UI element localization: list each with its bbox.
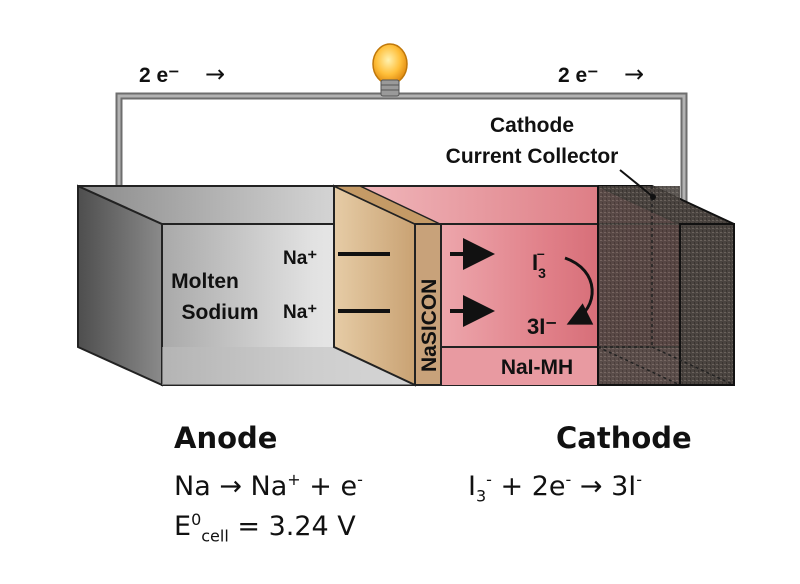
- separator-front: [414, 223, 442, 386]
- anode-material-line1: Molten: [171, 270, 239, 293]
- electron-label-left: 2 e⁻: [139, 64, 179, 87]
- anode-material-line2: Sodium: [182, 301, 259, 324]
- ion-label-bottom: Na⁺: [283, 302, 317, 323]
- cathode-title: Cathode: [556, 421, 692, 455]
- collector-label-line2: Current Collector: [446, 145, 619, 168]
- lightbulb-icon: [372, 43, 408, 97]
- separator-label: NaSICON: [418, 279, 441, 372]
- electron-arrow-left: →: [205, 60, 225, 88]
- collector-label-line1: Cathode: [490, 114, 574, 137]
- catholyte-label: NaI-MH: [501, 356, 573, 379]
- cathode-current-collector: [679, 223, 735, 386]
- cell-potential: E0cell = 3.24 V: [174, 510, 356, 546]
- collector-pointer: [619, 169, 653, 197]
- redox-curved-arrow: [564, 256, 594, 325]
- electron-label-right: 2 e⁻: [558, 64, 598, 87]
- cathode-reaction: I3- + 2e- → 3I-: [468, 470, 643, 506]
- collector-inner: [598, 186, 680, 385]
- ion-label-top: Na⁺: [283, 248, 317, 269]
- anode-reaction: Na → Na+ + e-: [174, 470, 363, 502]
- iodide-label: 3I⁻: [527, 314, 557, 339]
- anode-title: Anode: [174, 421, 278, 455]
- electron-arrow-right: →: [624, 60, 644, 88]
- triiodide-label: I3–: [532, 245, 546, 281]
